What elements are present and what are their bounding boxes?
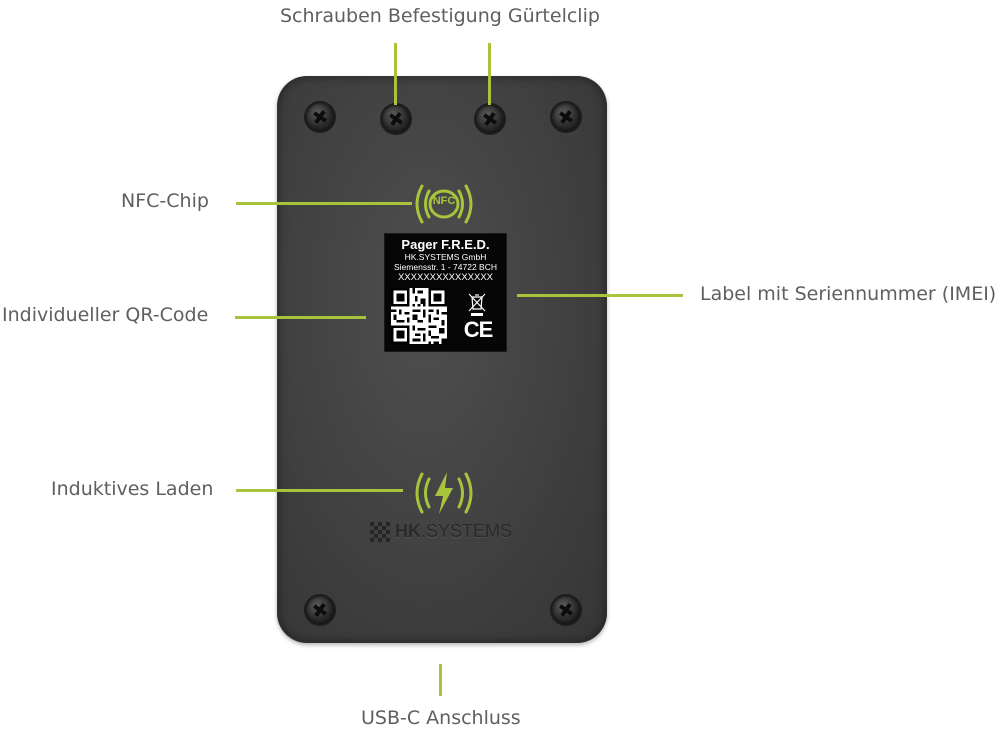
callout-usb-c: USB-C Anschluss — [361, 707, 521, 729]
label-company: HK.SYSTEMS GmbH — [404, 252, 487, 262]
callout-belt-clip-screws: Schrauben Befestigung Gürtelclip — [280, 5, 600, 27]
nfc-icon — [415, 184, 473, 224]
leader-line-charging — [236, 489, 403, 492]
nfc-icon-text: NFC — [432, 195, 456, 207]
label-serial-number: XXXXXXXXXXXXXXX — [397, 272, 494, 283]
brand-name-rest: .SYSTEMS — [421, 521, 513, 541]
callout-qr-code: Individueller QR-Code — [2, 304, 209, 326]
screw-icon — [382, 105, 410, 133]
qr-code — [391, 288, 447, 344]
pager-device — [277, 76, 607, 643]
leader-line-usb — [439, 664, 442, 696]
callout-serial-label: Label mit Seriennummer (IMEI) — [700, 283, 997, 305]
brand-mark-icon — [370, 522, 390, 542]
ce-mark: CE — [463, 317, 494, 342]
leader-line-nfc — [236, 202, 412, 205]
leader-line-screw-right — [488, 43, 491, 105]
label-address: Siemensstr. 1 - 74722 BCH — [394, 262, 497, 272]
serial-label: Pager F.R.E.D. HK.SYSTEMS GmbH Siemensst… — [384, 233, 507, 352]
screw-icon — [306, 103, 334, 131]
leader-line-label — [517, 294, 683, 297]
screw-icon — [476, 105, 504, 133]
brand-name: HK.SYSTEMS — [395, 521, 512, 541]
screw-icon — [552, 103, 580, 131]
leader-line-qr — [235, 316, 366, 319]
screw-icon — [306, 596, 334, 624]
callout-nfc-chip: NFC-Chip — [121, 190, 209, 212]
screw-icon — [552, 596, 580, 624]
leader-line-screw-left — [394, 43, 397, 105]
wireless-charging-icon — [415, 472, 473, 514]
brand-name-bold: HK — [395, 521, 421, 541]
label-title: Pager F.R.E.D. — [401, 237, 490, 252]
weee-bin-icon — [468, 293, 486, 316]
callout-inductive-charging: Induktives Laden — [51, 478, 214, 500]
